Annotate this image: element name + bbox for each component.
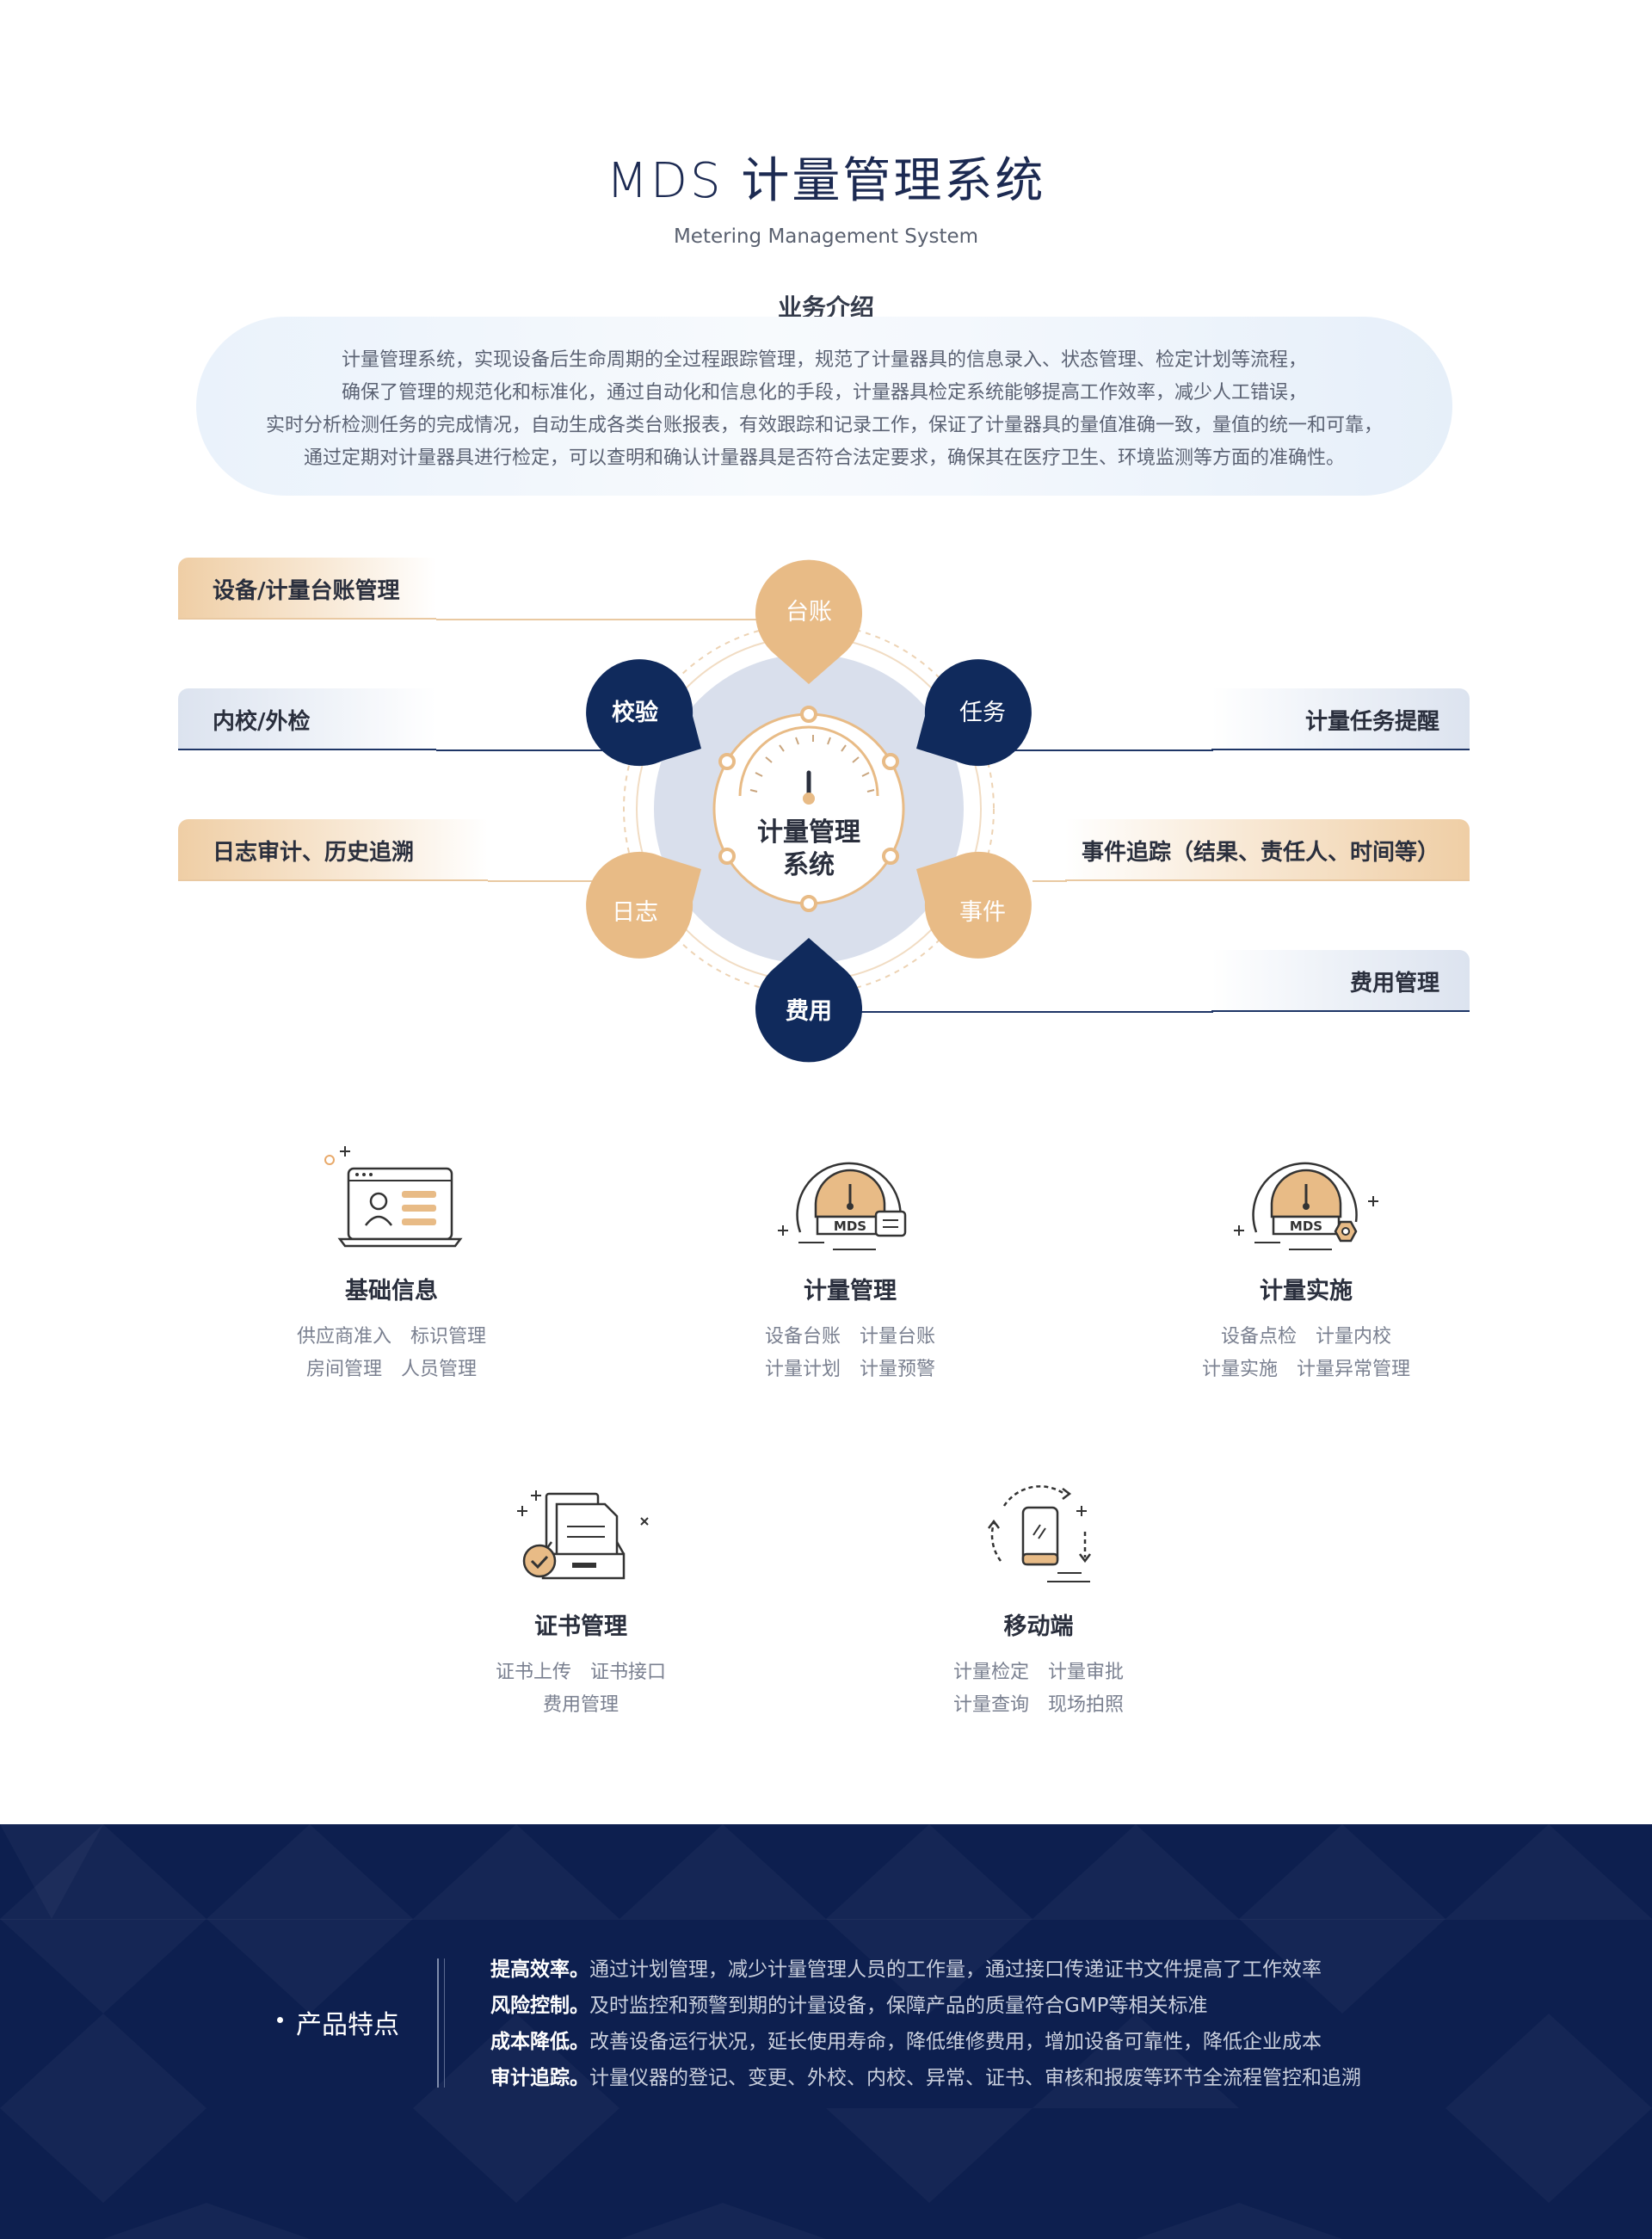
module-line: 房间管理 人员管理 [305, 1359, 477, 1380]
petal-label: 费用 [786, 998, 832, 1025]
module-line: 计量查询 现场拍照 [952, 1694, 1124, 1716]
module-line: 计量实施 计量异常管理 [1201, 1359, 1410, 1380]
feature-row: 提高效率。通过计划管理，减少计量管理人员的工作量，通过接口传递证书文件提高了工作… [490, 1952, 1361, 1988]
features-label-text: 产品特点 [296, 2010, 399, 2040]
label-log-audit: 日志审计、历史追溯 [178, 819, 488, 881]
ring-dot [882, 753, 899, 770]
module-metering-management: MDS 计量管理 设备台账 计量台账 计量计划 计量预警 [669, 1136, 1031, 1386]
feature-key: 提高效率。 [490, 1958, 589, 1981]
module-title: 证书管理 [534, 1613, 627, 1640]
ring-dot [718, 753, 736, 770]
center-label-line2: 系统 [783, 850, 835, 880]
footer-triangle-pattern [0, 1919, 1652, 1920]
intro-line: 确保了管理的规范化和标准化，通过自动化和信息化的手段，计量器具检定系统能够提高工… [341, 382, 1307, 404]
certificate-tray-icon [517, 1490, 649, 1580]
product-features-footer: 产品特点 提高效率。通过计划管理，减少计量管理人员的工作量，通过接口传递证书文件… [0, 1824, 1652, 2239]
module-title: 计量管理 [804, 1278, 897, 1305]
features-label: 产品特点 [277, 2003, 399, 2041]
label-text: 设备/计量台账管理 [213, 578, 400, 604]
feature-text: 改善设备运行状况，延长使用寿命，降低维修费用，增加设备可靠性，降低企业成本 [589, 2031, 1322, 2053]
petal-fee: 费用 [755, 938, 862, 1063]
label-text: 事件追踪（结果、责任人、时间等） [1081, 840, 1439, 866]
page-title: MDS 计量管理系统 [606, 153, 1046, 209]
page-subtitle: Metering Management System [673, 225, 979, 248]
intro-line: 通过定期对计量器具进行检定，可以查明和确认计量器具是否符合法定要求，确保其在医疗… [303, 447, 1345, 469]
petal-label: 事件 [959, 899, 1006, 926]
feature-key: 审计追踪。 [490, 2067, 589, 2089]
petal-calibration: 校验 [586, 659, 701, 767]
petal-log: 日志 [586, 851, 701, 959]
mobile-sync-icon [988, 1485, 1091, 1582]
module-title: 计量实施 [1260, 1278, 1353, 1305]
feature-row: 风险控制。及时监控和预警到期的计量设备，保障产品的质量符合GMP等相关标准 [490, 1988, 1361, 2024]
feature-row: 成本降低。改善设备运行状况，延长使用寿命，降低维修费用，增加设备可靠性，降低企业… [490, 2024, 1361, 2060]
module-line: 费用管理 [542, 1694, 619, 1716]
intro-text: 计量管理系统，实现设备后生命周期的全过程跟踪管理，规范了计量器具的信息录入、状态… [196, 344, 1452, 475]
system-diagram: 计量管理 系统 台账 任务 事件 费用 日志 校验 [436, 559, 1213, 1063]
label-text: 日志审计、历史追溯 [213, 840, 415, 866]
petal-label: 任务 [959, 700, 1006, 726]
footer-divider [437, 1958, 439, 2088]
label-task-reminder: 计量任务提醒 [1211, 688, 1470, 750]
petal-task: 任务 [916, 659, 1032, 767]
petal-label: 校验 [612, 699, 658, 726]
module-line: 计量检定 计量审批 [952, 1662, 1124, 1683]
module-line: 供应商准入 标识管理 [296, 1326, 486, 1348]
bullet-dot [277, 2017, 283, 2023]
footer-divider [444, 1958, 445, 2088]
intro-background [196, 317, 1452, 496]
module-mobile: 移动端 计量检定 计量审批 计量查询 现场拍照 [858, 1471, 1219, 1722]
petal-ledger: 台账 [755, 559, 862, 684]
label-event-tracking: 事件追踪（结果、责任人、时间等） [1065, 819, 1470, 881]
module-title: 基础信息 [345, 1278, 438, 1305]
svg-text:MDS: MDS [1290, 1218, 1322, 1234]
center-label-line1: 计量管理 [757, 817, 860, 848]
ring-dot [882, 848, 899, 865]
petal-label: 日志 [612, 899, 658, 926]
features-list: 提高效率。通过计划管理，减少计量管理人员的工作量，通过接口传递证书文件提高了工作… [490, 1952, 1361, 2096]
label-text: 计量任务提醒 [1304, 709, 1439, 735]
module-line: 设备台账 计量台账 [764, 1326, 935, 1348]
module-line: 计量计划 计量预警 [764, 1359, 935, 1380]
ring-dot [718, 848, 736, 865]
feature-text: 通过计划管理，减少计量管理人员的工作量，通过接口传递证书文件提高了工作效率 [589, 1958, 1322, 1981]
feature-key: 成本降低。 [490, 2031, 589, 2053]
feature-text: 及时监控和预警到期的计量设备，保障产品的质量符合GMP等相关标准 [589, 1995, 1208, 2017]
label-text: 内校/外检 [213, 709, 311, 735]
module-title: 移动端 [1003, 1613, 1074, 1640]
feature-key: 风险控制。 [490, 1995, 589, 2017]
ring-dot [800, 895, 817, 912]
id-card-monitor-icon [324, 1146, 463, 1248]
mds-gauge-gear-icon: MDS [1234, 1162, 1378, 1250]
mds-gauge-document-icon: MDS [778, 1162, 907, 1250]
module-line: 证书上传 证书接口 [495, 1662, 666, 1683]
module-certificate-management: 证书管理 证书上传 证书接口 费用管理 [400, 1471, 761, 1722]
module-metering-implementation: MDS 计量实施 设备点检 计量内校 计量实施 计量异常管理 [1125, 1136, 1487, 1386]
svg-text:MDS: MDS [834, 1218, 866, 1234]
label-internal-external: 内校/外检 [178, 688, 436, 750]
petal-label: 台账 [786, 599, 832, 626]
label-text: 费用管理 [1349, 971, 1439, 996]
module-line: 设备点检 计量内校 [1220, 1326, 1391, 1348]
intro-line: 计量管理系统，实现设备后生命周期的全过程跟踪管理，规范了计量器具的信息录入、状态… [341, 349, 1307, 371]
feature-row: 审计追踪。计量仪器的登记、变更、外校、内校、异常、证书、审核和报废等环节全流程管… [490, 2060, 1361, 2096]
feature-text: 计量仪器的登记、变更、外校、内校、异常、证书、审核和报废等环节全流程管控和追溯 [589, 2067, 1361, 2089]
petal-event: 事件 [916, 851, 1032, 959]
gauge-icon [738, 725, 879, 805]
label-ledger-management: 设备/计量台账管理 [178, 558, 436, 620]
ring-dot [800, 706, 817, 723]
module-basic-info: 基础信息 供应商准入 标识管理 房间管理 人员管理 [211, 1136, 572, 1386]
intro-line: 实时分析检测任务的完成情况，自动生成各类台账报表，有效跟踪和记录工作，保证了计量… [265, 415, 1383, 436]
label-fee-management: 费用管理 [1211, 950, 1470, 1012]
